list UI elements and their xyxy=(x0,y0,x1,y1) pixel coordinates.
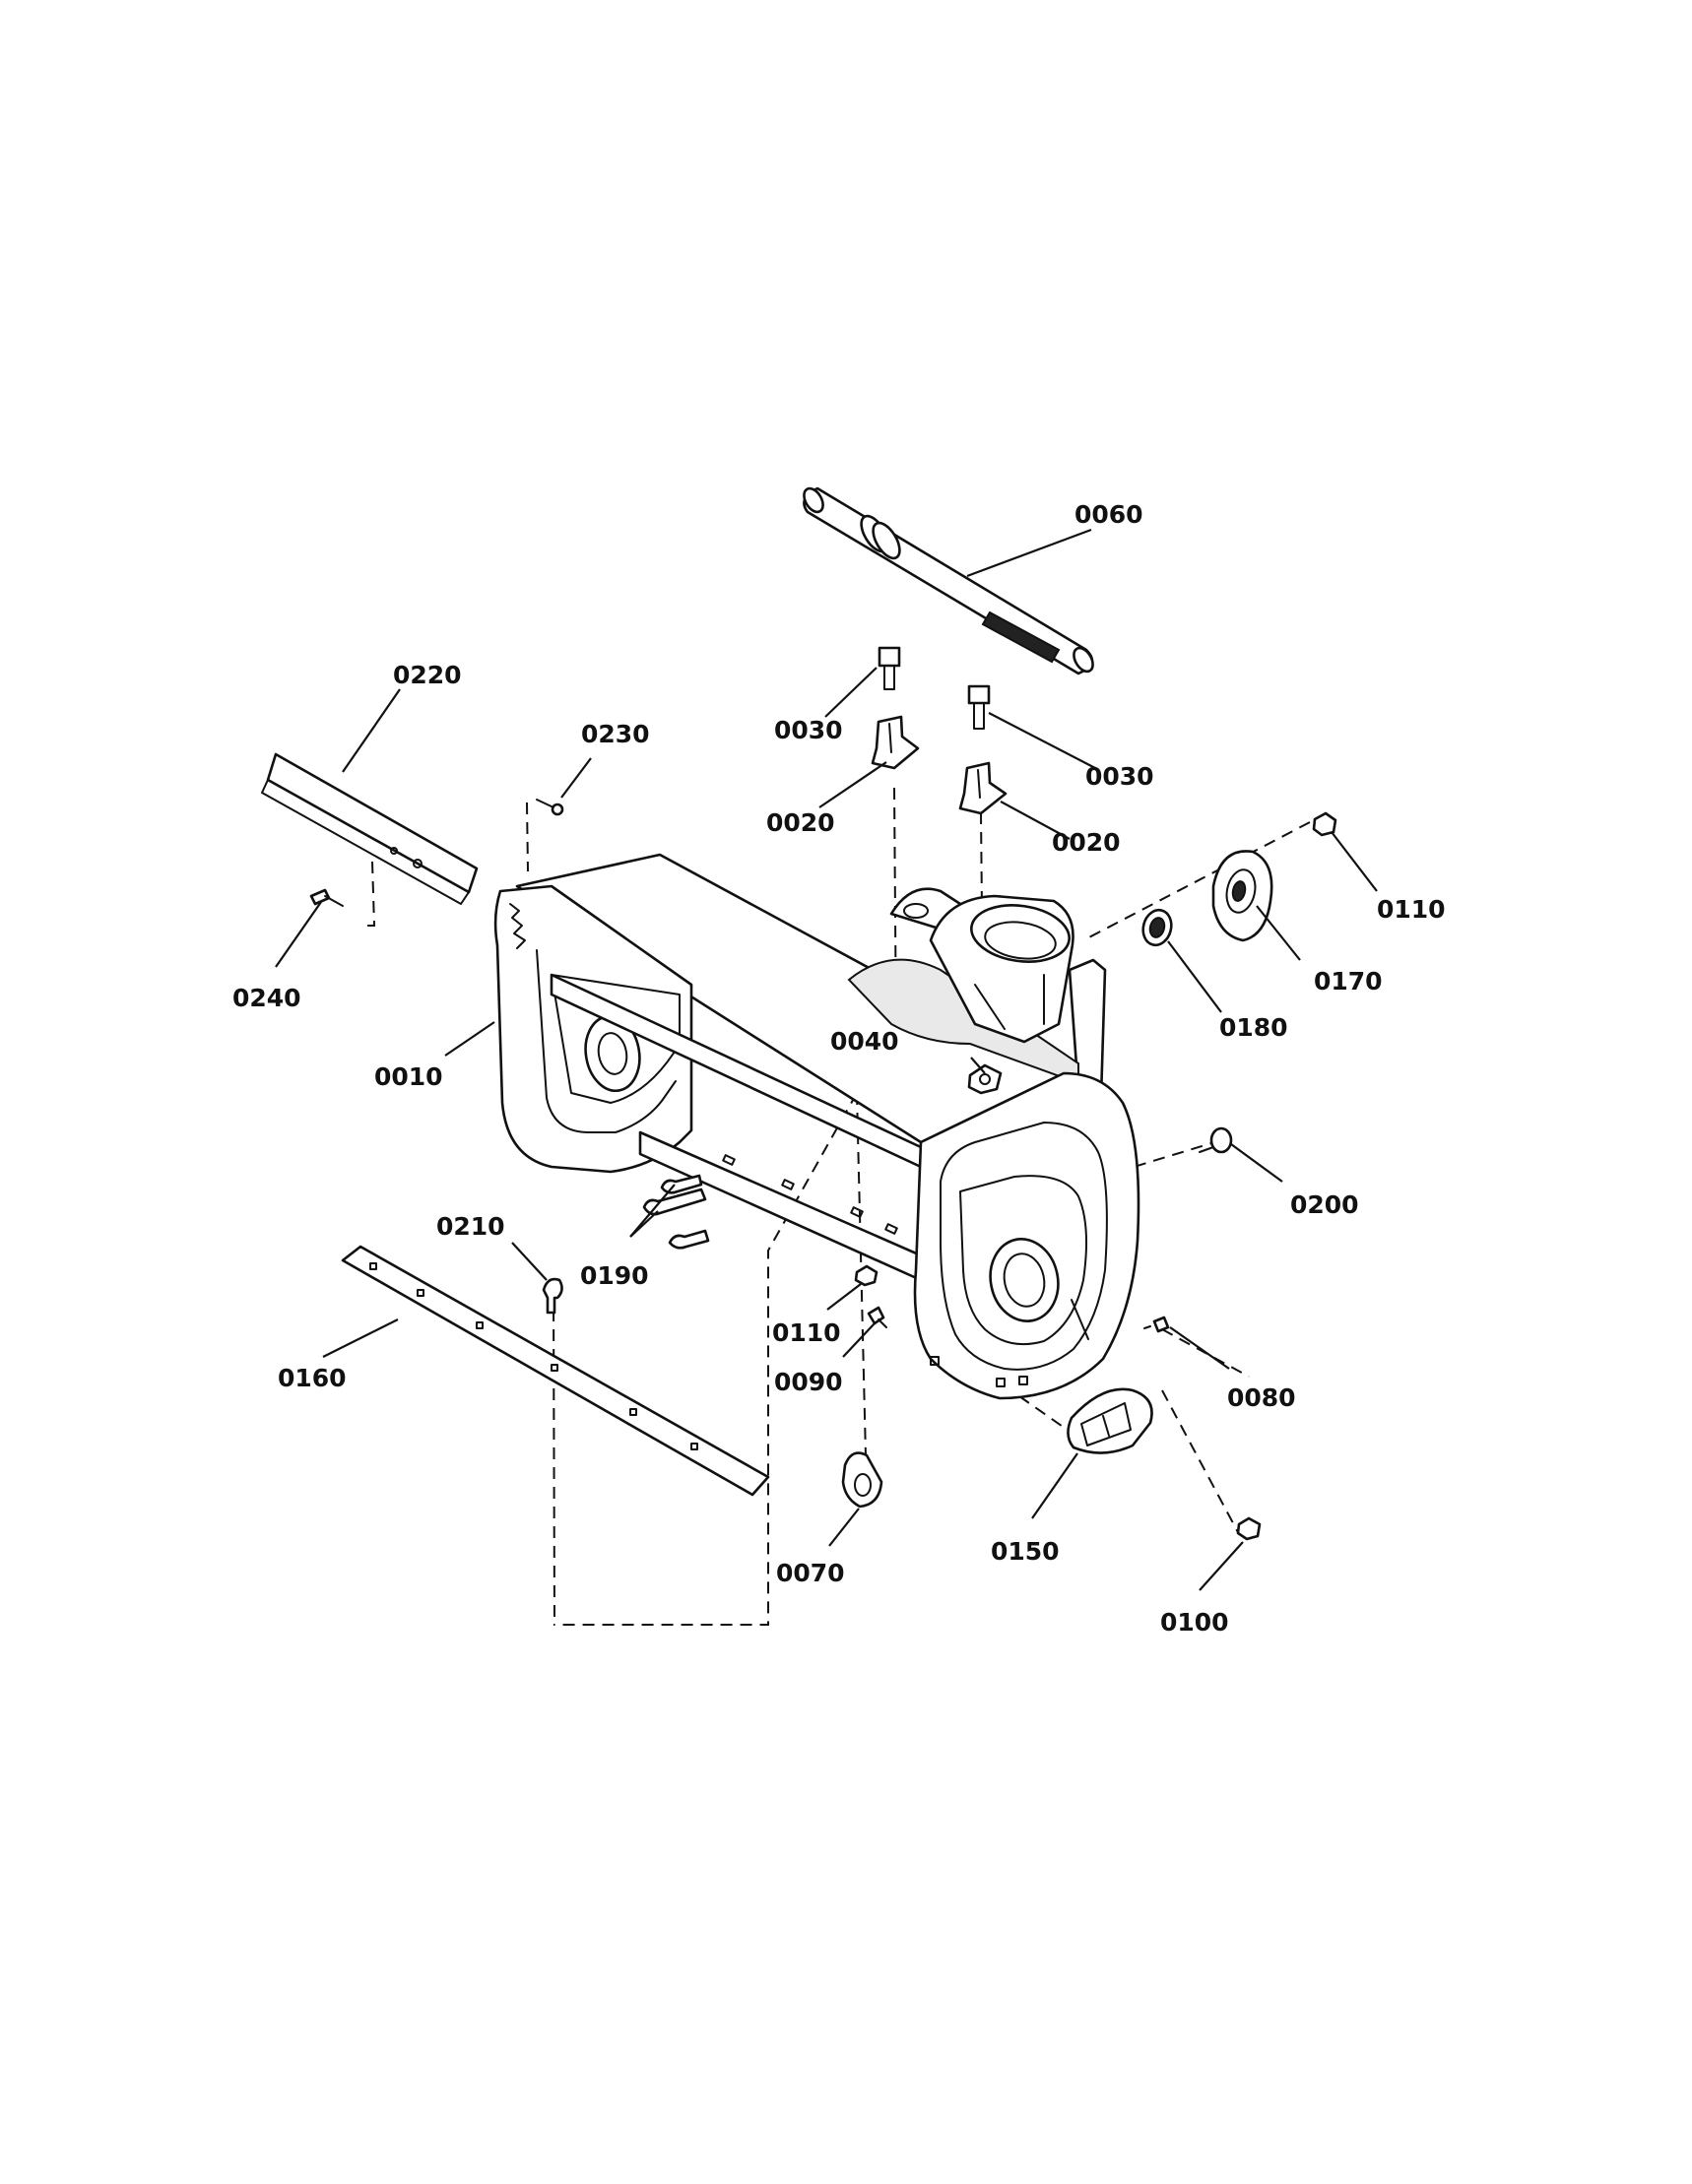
part-0040-nut[interactable] xyxy=(967,1063,1003,1095)
part-0110-nut-top[interactable] xyxy=(1312,811,1337,837)
part-0180-bearing[interactable] xyxy=(1139,907,1175,948)
label-0150[interactable]: 0150 xyxy=(991,1537,1060,1566)
part-0240-screw[interactable] xyxy=(309,888,344,907)
label-0110-lower[interactable]: 0110 xyxy=(772,1318,841,1347)
label-0240[interactable]: 0240 xyxy=(232,984,301,1012)
part-0190-bolts[interactable] xyxy=(642,1174,710,1250)
part-0110-nut-lower[interactable] xyxy=(854,1264,879,1287)
leader-lines xyxy=(275,528,1378,1591)
part-0210-bolt[interactable] xyxy=(542,1277,563,1315)
part-0020-bracket-left[interactable] xyxy=(871,715,920,770)
label-0230[interactable]: 0230 xyxy=(581,720,650,748)
label-0090[interactable]: 0090 xyxy=(774,1368,843,1396)
label-0210[interactable]: 0210 xyxy=(436,1212,505,1241)
part-0150-skid-shoe[interactable] xyxy=(1067,1387,1153,1454)
label-0010[interactable]: 0010 xyxy=(374,1062,443,1091)
part-0020-bracket-right[interactable] xyxy=(958,761,1008,815)
label-0110-top[interactable]: 0110 xyxy=(1377,895,1446,924)
part-0200-bolt[interactable] xyxy=(1199,1126,1233,1154)
part-labels: 0060 0220 0230 0030 0030 0020 0020 0110 … xyxy=(232,500,1446,1637)
label-0100[interactable]: 0100 xyxy=(1160,1608,1229,1637)
label-0020-left[interactable]: 0020 xyxy=(766,808,835,837)
label-0070[interactable]: 0070 xyxy=(776,1559,845,1587)
part-0030-bolt-left[interactable] xyxy=(878,646,901,690)
label-0170[interactable]: 0170 xyxy=(1314,967,1383,996)
label-0060[interactable]: 0060 xyxy=(1074,500,1143,529)
label-0030-right[interactable]: 0030 xyxy=(1085,762,1154,791)
label-0200[interactable]: 0200 xyxy=(1290,1190,1359,1219)
label-0180[interactable]: 0180 xyxy=(1219,1013,1288,1042)
part-0160-scraper-bar[interactable] xyxy=(341,1245,770,1497)
part-0170-flange[interactable] xyxy=(1211,850,1273,942)
part-0090-bolt[interactable] xyxy=(867,1306,887,1328)
label-0220[interactable]: 0220 xyxy=(393,661,462,689)
part-0230-screw[interactable] xyxy=(536,799,564,816)
label-0020-right[interactable]: 0020 xyxy=(1052,828,1121,857)
label-0080[interactable]: 0080 xyxy=(1227,1383,1296,1412)
part-0080-bolt[interactable] xyxy=(1143,1316,1170,1333)
label-0190[interactable]: 0190 xyxy=(580,1261,649,1290)
label-0040[interactable]: 0040 xyxy=(830,1027,899,1056)
label-0160[interactable]: 0160 xyxy=(278,1364,347,1392)
part-0070-bushing[interactable] xyxy=(841,1451,883,1509)
part-0100-nut[interactable] xyxy=(1236,1516,1262,1541)
label-0030-left[interactable]: 0030 xyxy=(774,716,843,744)
part-0030-bolt-right[interactable] xyxy=(967,684,991,730)
part-0220-shave-plate[interactable] xyxy=(261,752,479,905)
part-0060-shaft[interactable] xyxy=(800,485,1096,675)
part-0010-auger-housing[interactable] xyxy=(493,853,1140,1400)
